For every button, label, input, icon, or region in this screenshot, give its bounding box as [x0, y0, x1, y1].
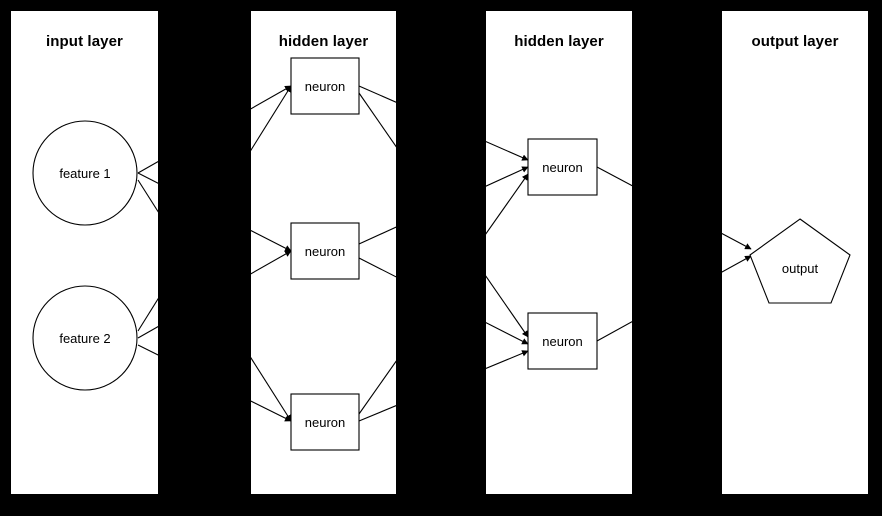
- gap-mask-input-hidden1: [158, 0, 251, 516]
- gap-mask-left-edge: [0, 0, 11, 516]
- gap-mask-hidden2-output: [632, 0, 722, 516]
- node-label-hidden1-neuron-1: neuron: [304, 79, 346, 94]
- gap-mask-right-edge: [868, 0, 882, 516]
- layer-panel-output: output layer: [722, 11, 868, 494]
- node-label-feature-1: feature 1: [59, 166, 111, 181]
- gap-mask-hidden1-hidden2: [396, 0, 486, 516]
- gap-mask-bottom-edge: [0, 494, 882, 516]
- layer-title-input: input layer: [46, 33, 123, 50]
- layer-panel-hidden2: hidden layer: [486, 11, 632, 494]
- node-label-hidden1-neuron-2: neuron: [304, 244, 346, 259]
- gap-mask-top-edge: [0, 0, 882, 11]
- node-label-feature-2: feature 2: [59, 331, 111, 346]
- node-label-hidden1-neuron-3: neuron: [304, 415, 346, 430]
- layer-title-output: output layer: [751, 33, 839, 50]
- layer-panel-input: input layer: [11, 11, 158, 494]
- node-label-hidden2-neuron-1: neuron: [542, 160, 583, 175]
- layer-title-hidden1: hidden layer: [278, 33, 369, 50]
- node-label-hidden2-neuron-2: neuron: [542, 334, 583, 349]
- layer-title-hidden2: hidden layer: [514, 33, 604, 50]
- node-label-output: output: [781, 261, 819, 276]
